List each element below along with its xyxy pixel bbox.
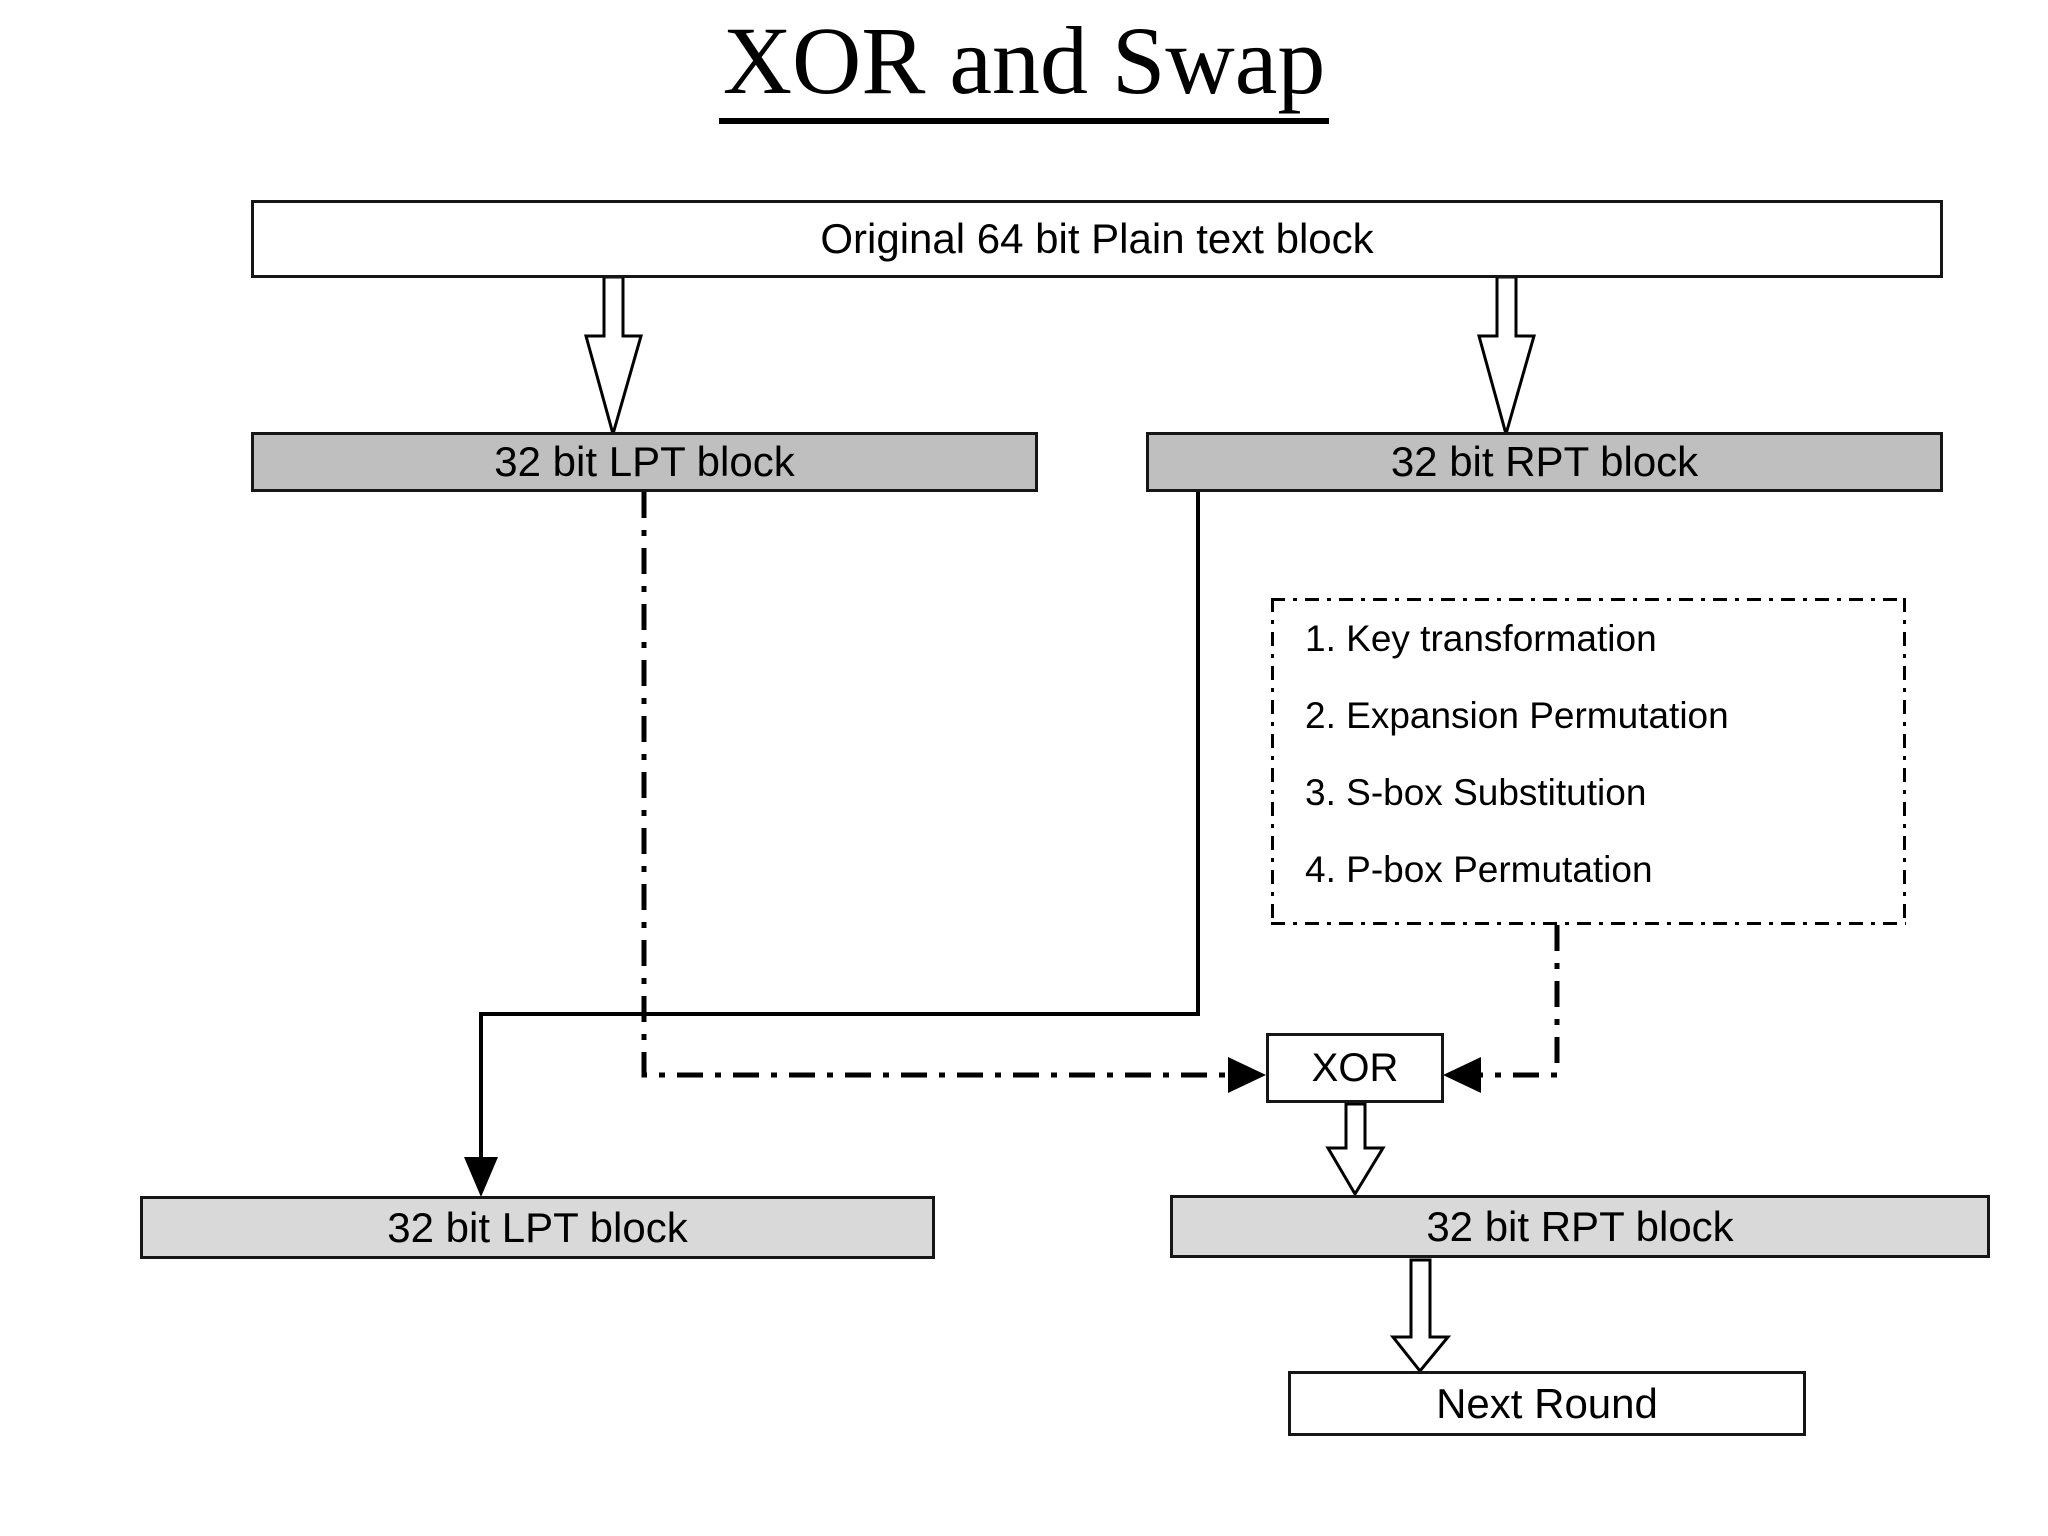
line-rpt-to-lpt-bottom bbox=[479, 492, 1200, 1175]
arrowhead-into-lpt-bottom bbox=[464, 1157, 498, 1197]
step-item: 3. S-box Substitution bbox=[1305, 772, 1647, 813]
dashdot-lpt-to-xor bbox=[641, 492, 1245, 1078]
next-round-box[interactable]: Next Round bbox=[1288, 1371, 1806, 1436]
page-title-text: XOR and Swap bbox=[718, 7, 1330, 124]
rpt-block-bottom-label: 32 bit RPT block bbox=[1426, 1202, 1734, 1250]
rpt-block-top[interactable]: 32 bit RPT block bbox=[1146, 432, 1943, 492]
arrowhead-xor-left bbox=[1228, 1057, 1266, 1093]
block-arrow-top-to-lpt bbox=[584, 275, 643, 440]
xor-operation-box[interactable]: XOR bbox=[1266, 1033, 1444, 1103]
rpt-block-top-label: 32 bit RPT block bbox=[1390, 438, 1699, 485]
arrowhead-xor-right bbox=[1443, 1057, 1481, 1093]
block-arrow-xor-to-rpt-bottom bbox=[1325, 1102, 1386, 1197]
lpt-block-top-label: 32 bit LPT block bbox=[494, 438, 795, 485]
xor-label: XOR bbox=[1311, 1045, 1399, 1090]
step-item: 1. Key transformation bbox=[1305, 618, 1657, 659]
next-round-label: Next Round bbox=[1436, 1379, 1658, 1427]
lpt-block-top[interactable]: 32 bit LPT block bbox=[251, 432, 1038, 492]
round-function-steps-box[interactable]: 1. Key transformation 2. Expansion Permu… bbox=[1271, 598, 1906, 925]
step-item: 2. Expansion Permutation bbox=[1305, 695, 1729, 736]
dashdot-steps-to-xor bbox=[1466, 925, 1560, 1078]
block-arrow-top-to-rpt bbox=[1477, 275, 1536, 440]
lpt-block-bottom[interactable]: 32 bit LPT block bbox=[140, 1196, 935, 1259]
page-title: XOR and Swap bbox=[0, 6, 2048, 124]
lpt-block-bottom-label: 32 bit LPT block bbox=[387, 1203, 688, 1251]
original-plain-text-block[interactable]: Original 64 bit Plain text block bbox=[251, 200, 1943, 278]
original-plain-text-label: Original 64 bit Plain text block bbox=[820, 215, 1374, 262]
step-item: 4. P-box Permutation bbox=[1305, 849, 1653, 890]
block-arrow-rpt-bottom-to-next-round bbox=[1389, 1258, 1452, 1374]
rpt-block-bottom[interactable]: 32 bit RPT block bbox=[1170, 1195, 1990, 1258]
